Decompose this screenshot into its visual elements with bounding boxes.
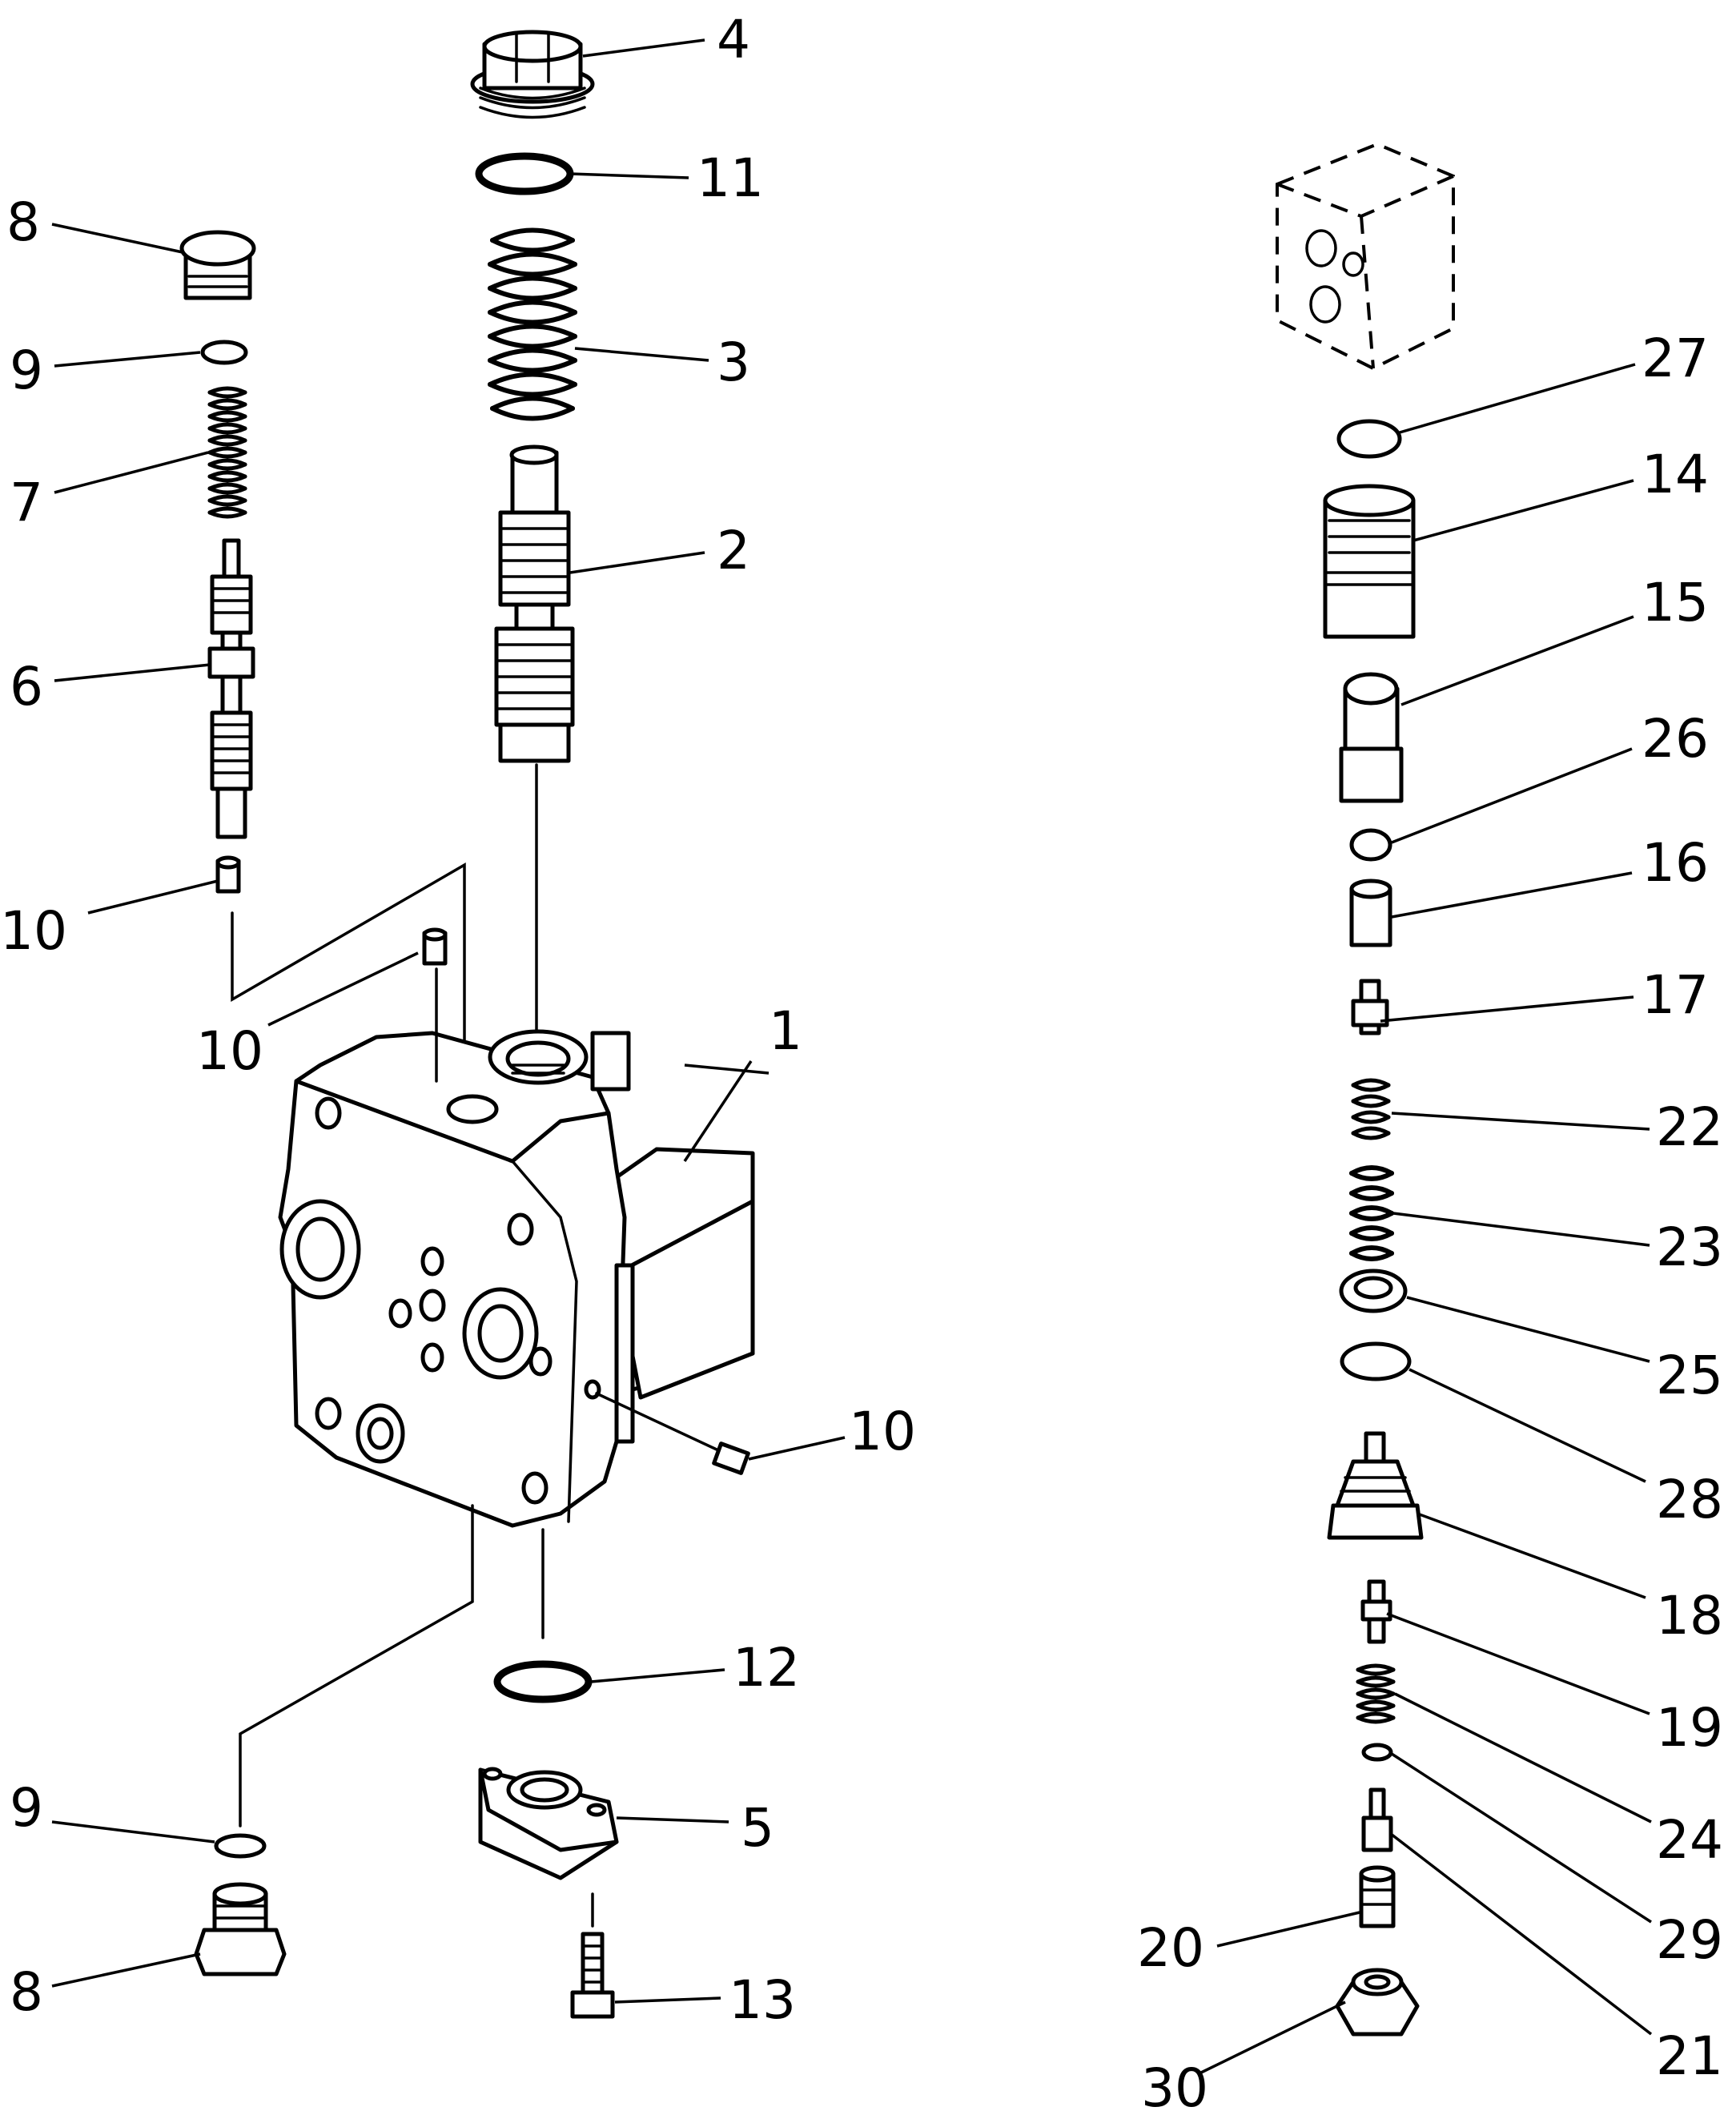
callout-6: 6: [10, 656, 43, 718]
callout-25: 25: [1656, 1345, 1723, 1406]
part-valve-body-1: [278, 1029, 755, 1528]
part-o-ring-29: [1361, 1743, 1393, 1762]
part-poppet-17: [1351, 979, 1389, 1035]
part-insert-10-right: [712, 1441, 750, 1475]
part-spring-24: [1356, 1663, 1396, 1724]
callout-8-bottom: 8: [10, 1961, 43, 2023]
callout-7: 7: [10, 472, 43, 533]
callout-16: 16: [1642, 832, 1709, 894]
callout-19: 19: [1656, 1697, 1723, 1759]
part-o-ring-28: [1340, 1341, 1412, 1381]
callout-20: 20: [1137, 1917, 1204, 1979]
part-o-ring-9-top: [200, 340, 248, 365]
leader-lines: [51, 38, 1653, 2074]
callout-11: 11: [697, 147, 764, 209]
callout-14: 14: [1642, 444, 1709, 505]
callout-21: 21: [1656, 2025, 1723, 2087]
callout-17: 17: [1642, 964, 1709, 1026]
part-piston-15: [1339, 672, 1404, 803]
callout-3: 3: [717, 332, 750, 393]
callout-26: 26: [1642, 708, 1709, 770]
callout-28: 28: [1656, 1469, 1723, 1530]
callout-15: 15: [1642, 572, 1709, 633]
part-washer-25: [1339, 1269, 1408, 1313]
part-plug-18: [1327, 1431, 1424, 1540]
part-seat-16: [1349, 879, 1392, 947]
callout-18: 18: [1656, 1585, 1723, 1647]
part-spring-7: [207, 386, 247, 519]
part-plug-8-bottom: [194, 1882, 287, 1976]
part-o-ring-11: [475, 152, 574, 195]
part-spring-22: [1351, 1078, 1391, 1140]
callout-2: 2: [717, 520, 750, 581]
callout-27: 27: [1642, 328, 1709, 389]
callout-8-top: 8: [6, 191, 40, 253]
callout-24: 24: [1656, 1809, 1723, 1871]
part-o-ring-27: [1336, 419, 1402, 459]
part-spool-2: [494, 444, 575, 763]
callout-10-center: 10: [196, 1020, 263, 1082]
callout-9-bottom: 9: [10, 1777, 43, 1839]
callout-10-right: 10: [849, 1401, 916, 1462]
part-plug-8-top: [179, 230, 256, 300]
part-cap-30: [1335, 1968, 1420, 2037]
callout-23: 23: [1656, 1216, 1723, 1278]
callout-12: 12: [733, 1637, 800, 1699]
callout-29: 29: [1656, 1909, 1723, 1971]
part-spool-6: [207, 538, 255, 839]
part-pin-21: [1361, 1787, 1393, 1852]
callout-9-top: 9: [10, 340, 43, 401]
part-spring-23: [1349, 1165, 1394, 1261]
callout-10-left: 10: [0, 900, 67, 962]
part-sleeve-14: [1323, 484, 1416, 639]
callout-22: 22: [1656, 1096, 1723, 1158]
part-flange-5: [478, 1767, 619, 1880]
part-bolt-13: [570, 1932, 615, 2019]
callout-5: 5: [741, 1797, 774, 1859]
part-spring-3: [488, 227, 577, 421]
part-washer-26: [1349, 828, 1392, 862]
part-o-ring-9-bottom: [214, 1833, 267, 1859]
part-nut-20: [1359, 1865, 1396, 1928]
part-o-ring-12: [493, 1660, 593, 1703]
part-plug-4: [470, 30, 595, 119]
callout-30: 30: [1141, 2057, 1208, 2115]
callout-4: 4: [717, 9, 750, 70]
part-reference-block: [1276, 142, 1455, 371]
callout-13: 13: [729, 1969, 796, 2031]
part-insert-10-center: [422, 927, 448, 966]
part-insert-10-left: [215, 855, 241, 894]
callout-labels: 4 11 3 2 1 12 5 13 10 10 10 8 9 7 6 9 8 …: [0, 9, 1723, 2115]
callout-1: 1: [769, 1000, 802, 1062]
part-pin-19: [1360, 1579, 1392, 1644]
